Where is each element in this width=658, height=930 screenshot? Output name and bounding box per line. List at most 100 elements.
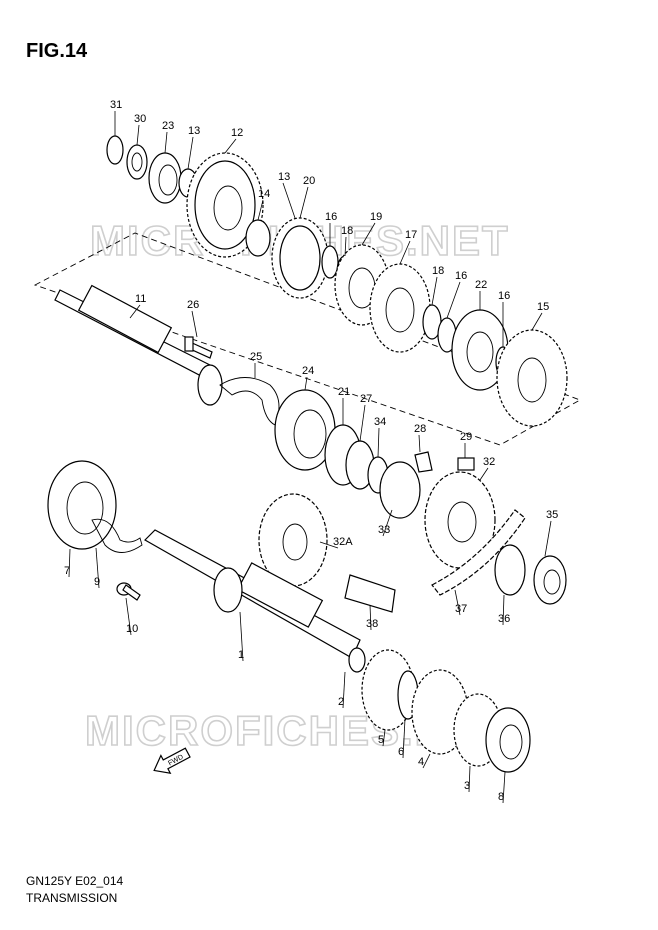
callout-36: 36 [498, 613, 510, 625]
callout-26: 26 [187, 299, 199, 311]
callout-leader [377, 427, 380, 458]
fwd-arrow: FWD [153, 747, 191, 774]
callout-20: 20 [303, 175, 315, 187]
callout-12: 12 [231, 127, 243, 139]
callout-leader [369, 604, 372, 631]
callout-32a: 32A [333, 536, 353, 548]
callout-leader [531, 312, 543, 331]
callout-34: 34 [374, 416, 386, 428]
callout-19: 19 [370, 211, 382, 223]
callout-5: 5 [378, 734, 384, 746]
bearing-7 [47, 460, 117, 550]
callout-1: 1 [238, 649, 244, 661]
bushing-2 [348, 647, 366, 673]
bolt-29 [457, 457, 475, 471]
sprocket-32 [424, 471, 496, 569]
callout-7: 7 [64, 565, 70, 577]
callout-37: 37 [455, 603, 467, 615]
callout-leader [446, 281, 461, 319]
callout-leader [299, 186, 309, 219]
callout-32: 32 [483, 456, 495, 468]
callout-leader [191, 310, 198, 338]
callout-leader [342, 671, 346, 709]
callout-leader [319, 541, 339, 549]
callout-leader [95, 547, 100, 589]
callout-leader [418, 434, 421, 453]
bolt-26 [184, 336, 213, 359]
callout-8: 8 [498, 791, 504, 803]
callout-6: 6 [398, 746, 404, 758]
callout-23: 23 [162, 120, 174, 132]
countershaft [54, 284, 223, 406]
chain-joint-38 [344, 574, 396, 613]
callout-leader [402, 718, 406, 759]
callout-leader [344, 236, 347, 257]
main-shaft-1 [144, 529, 361, 659]
callout-15: 15 [537, 301, 549, 313]
callout-29: 29 [460, 431, 472, 443]
figure-title: FIG.14 [26, 40, 88, 62]
callout-16: 16 [498, 290, 510, 302]
callout-leader [479, 467, 489, 481]
callout-leader [224, 138, 237, 154]
callout-leader [257, 199, 264, 221]
callout-9: 9 [94, 576, 100, 588]
callout-2: 2 [338, 696, 344, 708]
callout-leader [468, 765, 471, 793]
callout-leader [187, 136, 194, 170]
callout-27: 27 [360, 393, 372, 405]
callout-leader [68, 548, 71, 578]
sprocket-hub-33 [379, 461, 421, 519]
callout-leader [502, 594, 505, 626]
stopper-plate-25 [219, 377, 280, 426]
bearing-8 [485, 707, 531, 773]
section-name: TRANSMISSION [26, 891, 118, 905]
callout-leader [304, 376, 308, 391]
diagram-code: GN125Y E02_014 [26, 874, 124, 888]
callout-33: 33 [378, 524, 390, 536]
callout-31: 31 [110, 99, 122, 111]
washer-36 [494, 544, 526, 596]
bearing-35 [533, 555, 567, 605]
callout-leader [399, 240, 411, 265]
callout-leader [136, 124, 140, 146]
callout-4: 4 [418, 756, 424, 768]
callout-leader [382, 729, 386, 747]
callout-18: 18 [432, 265, 444, 277]
callout-leader [282, 182, 296, 219]
callout-13: 13 [278, 171, 290, 183]
callout-38: 38 [366, 618, 378, 630]
callout-leader [544, 520, 552, 557]
callout-14: 14 [258, 188, 270, 200]
screw-10 [116, 582, 141, 601]
callout-16: 16 [455, 270, 467, 282]
callout-10: 10 [126, 623, 138, 635]
callout-16: 16 [325, 211, 337, 223]
callout-28: 28 [414, 423, 426, 435]
callout-3: 3 [464, 780, 470, 792]
callout-35: 35 [546, 509, 558, 521]
callout-17: 17 [405, 229, 417, 241]
callout-leader [422, 753, 431, 769]
lock-washer-28 [414, 451, 433, 473]
dashed-group-box [33, 232, 582, 446]
retainer-plate-9 [91, 518, 143, 553]
callout-leader [164, 131, 168, 154]
callout-leader [382, 509, 393, 537]
drive-chain-37 [431, 509, 526, 596]
callout-11: 11 [135, 293, 146, 305]
upper-gear-stack [106, 135, 568, 427]
callout-leader [431, 276, 438, 306]
callout-25: 25 [250, 351, 262, 363]
callout-24: 24 [302, 365, 314, 377]
callout-leader [239, 611, 244, 662]
callout-30: 30 [134, 113, 146, 125]
callout-leader [129, 304, 141, 319]
callout-leader [125, 597, 132, 636]
callout-21: 21 [338, 386, 350, 398]
callout-22: 22 [475, 279, 487, 291]
callout-leader [502, 771, 506, 804]
callout-leader [361, 222, 376, 246]
